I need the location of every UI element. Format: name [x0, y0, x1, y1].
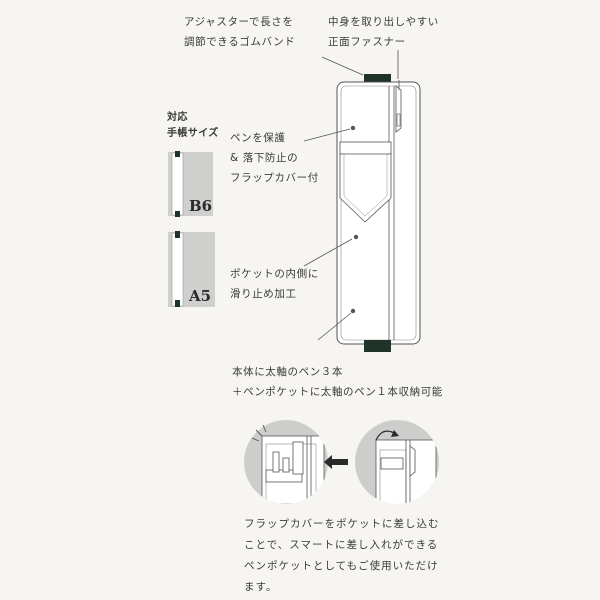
leader-lines	[303, 50, 399, 341]
motion-lines-icon	[251, 424, 267, 442]
notebook-b6-icon	[168, 151, 213, 217]
capacity-callout: 本体に太軸のペン３本 ＋ペンポケットに太軸のペン１本収納可能	[232, 366, 443, 398]
step-after-illustration	[355, 420, 439, 504]
pen-case-illustration	[336, 74, 421, 352]
size-badge-a5: A5	[189, 287, 212, 305]
front-zipper-callout: 中身を取り出しやすい 正面ファスナー	[328, 16, 439, 48]
adjuster-band-callout: アジャスターで長さを 調節できるゴムバンド	[184, 16, 296, 48]
size-badge-b6: B6	[189, 197, 213, 215]
flap-cover-icon	[339, 141, 392, 223]
pen-pocket-caption: フラップカバーをポケットに差し込む ことで、スマートに差し入れができる ペンポケ…	[244, 518, 440, 593]
flap-cover-callout: ペンを保護 & 落下防止の フラップカバー付	[230, 132, 319, 184]
pocket-grip-callout: ポケットの内側に 滑り止め加工	[230, 268, 319, 300]
notebook-size-title: 対応 手帳サイズ	[167, 112, 219, 139]
arrow-left-icon	[324, 455, 348, 469]
step-before-illustration	[244, 420, 328, 504]
zipper-pull-icon	[395, 80, 402, 133]
notebook-a5-icon	[168, 231, 215, 307]
bottom-band-icon	[364, 340, 391, 352]
